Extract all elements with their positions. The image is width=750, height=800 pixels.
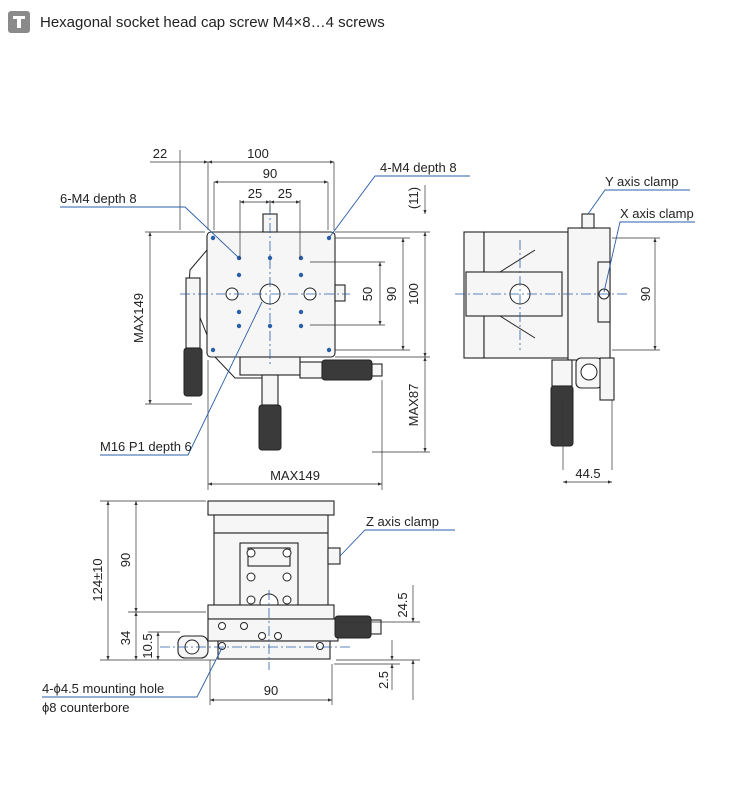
dim-124-pm-10: 124±10 [90,558,105,601]
label-m16-p1-depth-6: M16 P1 depth 6 [100,439,192,454]
side-micrometer-thimble [550,385,574,447]
front-base-upper [207,604,335,620]
front-top-plate [207,500,335,516]
down-micrometer-thimble [258,404,282,451]
dim-side-90: 90 [638,287,653,301]
front-base-lower [207,618,339,642]
left-micrometer-body [185,277,201,349]
label-counterbore: ϕ8 counterbore [42,700,130,715]
dim-25-left: 25 [248,186,262,201]
dim-100: 100 [247,146,269,161]
dim-max149-horizontal: MAX149 [270,468,320,483]
dim-50: 50 [360,287,375,301]
dim-34: 34 [118,631,133,645]
label-x-axis-clamp: X axis clamp [620,206,694,221]
side-right-lever [599,357,615,401]
header: Hexagonal socket head cap screw M4×8…4 s… [8,8,385,36]
dim-90: 90 [263,166,277,181]
horizontal-micrometer-tip [371,363,383,377]
dim-11: (11) [406,187,421,209]
side-knob [580,363,598,381]
screw-icon [8,11,30,33]
front-z-slide-top [247,547,291,567]
dim-max87: MAX87 [406,384,421,427]
horizontal-micrometer-thimble [321,359,373,381]
front-upper-block [213,514,329,534]
label-4-m4-depth-8: 4-M4 depth 8 [380,160,457,175]
header-title: Hexagonal socket head cap screw M4×8…4 s… [40,13,385,31]
bottom-support [214,356,262,379]
dim-front-90-horizontal: 90 [264,683,278,698]
dim-max149-vertical: MAX149 [131,293,146,343]
dim-25-right: 25 [278,186,292,201]
label-mounting-hole: 4-ϕ4.5 mounting hole [42,681,164,696]
side-diagonal-brace [499,249,536,339]
dim-24-5: 24.5 [395,592,410,617]
dim-100-vertical: 100 [406,283,421,305]
front-base-screws [218,622,324,650]
dim-90-vertical: 90 [384,287,399,301]
side-micrometer-body [551,359,573,387]
bottom-stage-block [239,356,301,376]
front-micrometer-thimble [334,615,372,639]
front-view: 124±10 90 34 10.5 24.5 2.5 90 Z axis cla… [42,500,455,715]
z-clamp-knob [327,547,341,565]
down-micrometer-body [261,374,279,406]
y-clamp-knob [581,213,595,229]
dim-22: 22 [153,146,167,161]
label-z-axis-clamp: Z axis clamp [366,514,439,529]
label-y-axis-clamp: Y axis clamp [605,174,678,189]
top-right-knob [334,284,346,302]
side-view: 90 44.5 Y axis clamp X axis clamp [455,174,695,484]
label-6-m4-depth-8: 6-M4 depth 8 [60,191,137,206]
dim-44-5: 44.5 [575,466,600,481]
dim-10-5: 10.5 [140,633,155,658]
top-view: 100 90 22 25 25 50 90 100 MAX87 (11) MAX… [60,146,470,490]
front-screws [246,548,292,605]
left-micrometer-thimble [183,347,203,397]
front-base-plate [217,640,331,660]
dim-2-5: 2.5 [376,671,391,689]
front-micrometer-tip [370,619,382,635]
horizontal-micrometer-body [299,361,323,379]
dim-front-90-vertical: 90 [118,553,133,567]
